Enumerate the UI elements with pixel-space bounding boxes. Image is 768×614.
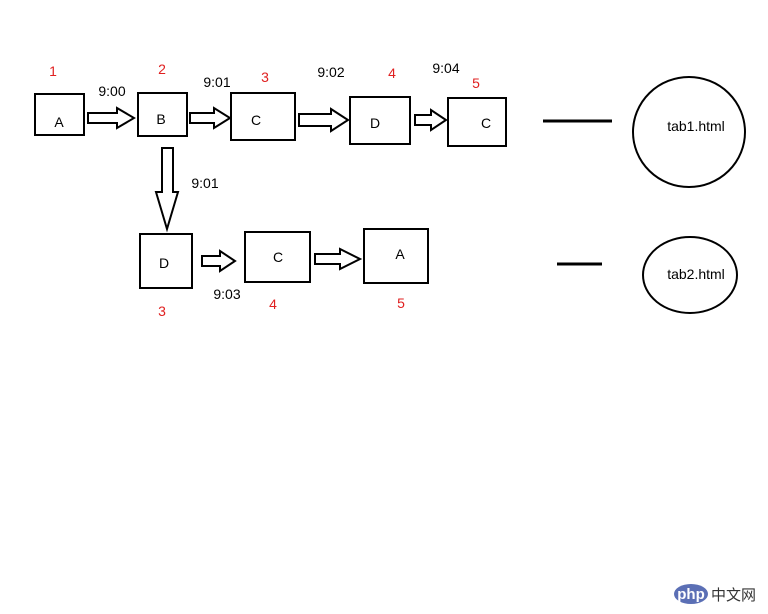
row2-node-3-box	[363, 228, 429, 284]
row1-node-1: A 1	[34, 63, 85, 136]
arrow-right-icon	[87, 106, 136, 130]
row1-node-3-box	[230, 92, 296, 141]
row1-node-1-label: A	[54, 114, 64, 130]
arrow-right-icon	[201, 249, 237, 273]
branch-time: 9:01	[191, 175, 218, 191]
row1-node-1-step: 1	[49, 63, 57, 79]
row1-node-1-box	[34, 93, 85, 136]
row1-time-1: 9:00	[98, 83, 125, 99]
row2-time-1: 9:03	[213, 286, 240, 302]
row1-node-3-step: 3	[261, 69, 269, 85]
row2-tab-circle	[642, 236, 738, 314]
arrow-right-icon	[314, 247, 363, 271]
row1-time-2: 9:01	[203, 74, 230, 90]
row2-node-3: A 5	[363, 228, 429, 311]
arrow-right-icon	[298, 107, 350, 133]
row1-node-2: B 2	[137, 61, 188, 137]
row1-node-3-label: C	[251, 112, 261, 128]
row1-node-5-label: C	[481, 115, 491, 131]
row1-node-2-label: B	[156, 111, 165, 127]
php-logo-icon	[674, 584, 708, 604]
watermark: php 中文网	[674, 584, 756, 604]
arrow-down-icon	[154, 147, 180, 233]
row2-node-2-box	[244, 231, 311, 283]
row2-node-2-label: C	[273, 249, 283, 265]
row2-node-2-step: 4	[269, 296, 277, 312]
row1-node-4-box	[349, 96, 411, 145]
row1-node-2-step: 2	[158, 61, 166, 77]
row1-node-4-step: 4	[388, 65, 396, 81]
arrow-right-icon	[414, 108, 448, 132]
row1-node-5-step: 5	[472, 75, 480, 91]
row2-node-3-label: A	[395, 246, 405, 262]
row2-node-2: C 4	[244, 231, 311, 312]
watermark-brand: php	[677, 586, 705, 603]
row1-node-2-box	[137, 92, 188, 137]
row1-tab-circle	[632, 76, 746, 188]
row2-tab-label: tab2.html	[667, 266, 725, 282]
row1-tab: tab1.html	[632, 76, 746, 188]
row1-node-4-label: D	[370, 115, 380, 131]
row2-node-1-box	[139, 233, 193, 289]
row1-time-4: 9:04	[432, 60, 459, 76]
row2-node-1-label: D	[159, 255, 169, 271]
row1-node-5-box	[447, 97, 507, 147]
row1-node-3: C 3	[230, 69, 296, 141]
row1-node-5: C 5	[447, 75, 507, 147]
row1-node-4: D 4	[349, 65, 411, 145]
row1-tab-label: tab1.html	[667, 118, 725, 134]
row2-tab: tab2.html	[642, 236, 738, 314]
row2-node-1: D 3	[139, 233, 193, 319]
watermark-site: 中文网	[711, 586, 756, 604]
arrow-right-icon	[189, 106, 232, 130]
row1-time-3: 9:02	[317, 64, 344, 80]
row2-node-1-step: 3	[158, 303, 166, 319]
row2-node-3-step: 5	[397, 295, 405, 311]
